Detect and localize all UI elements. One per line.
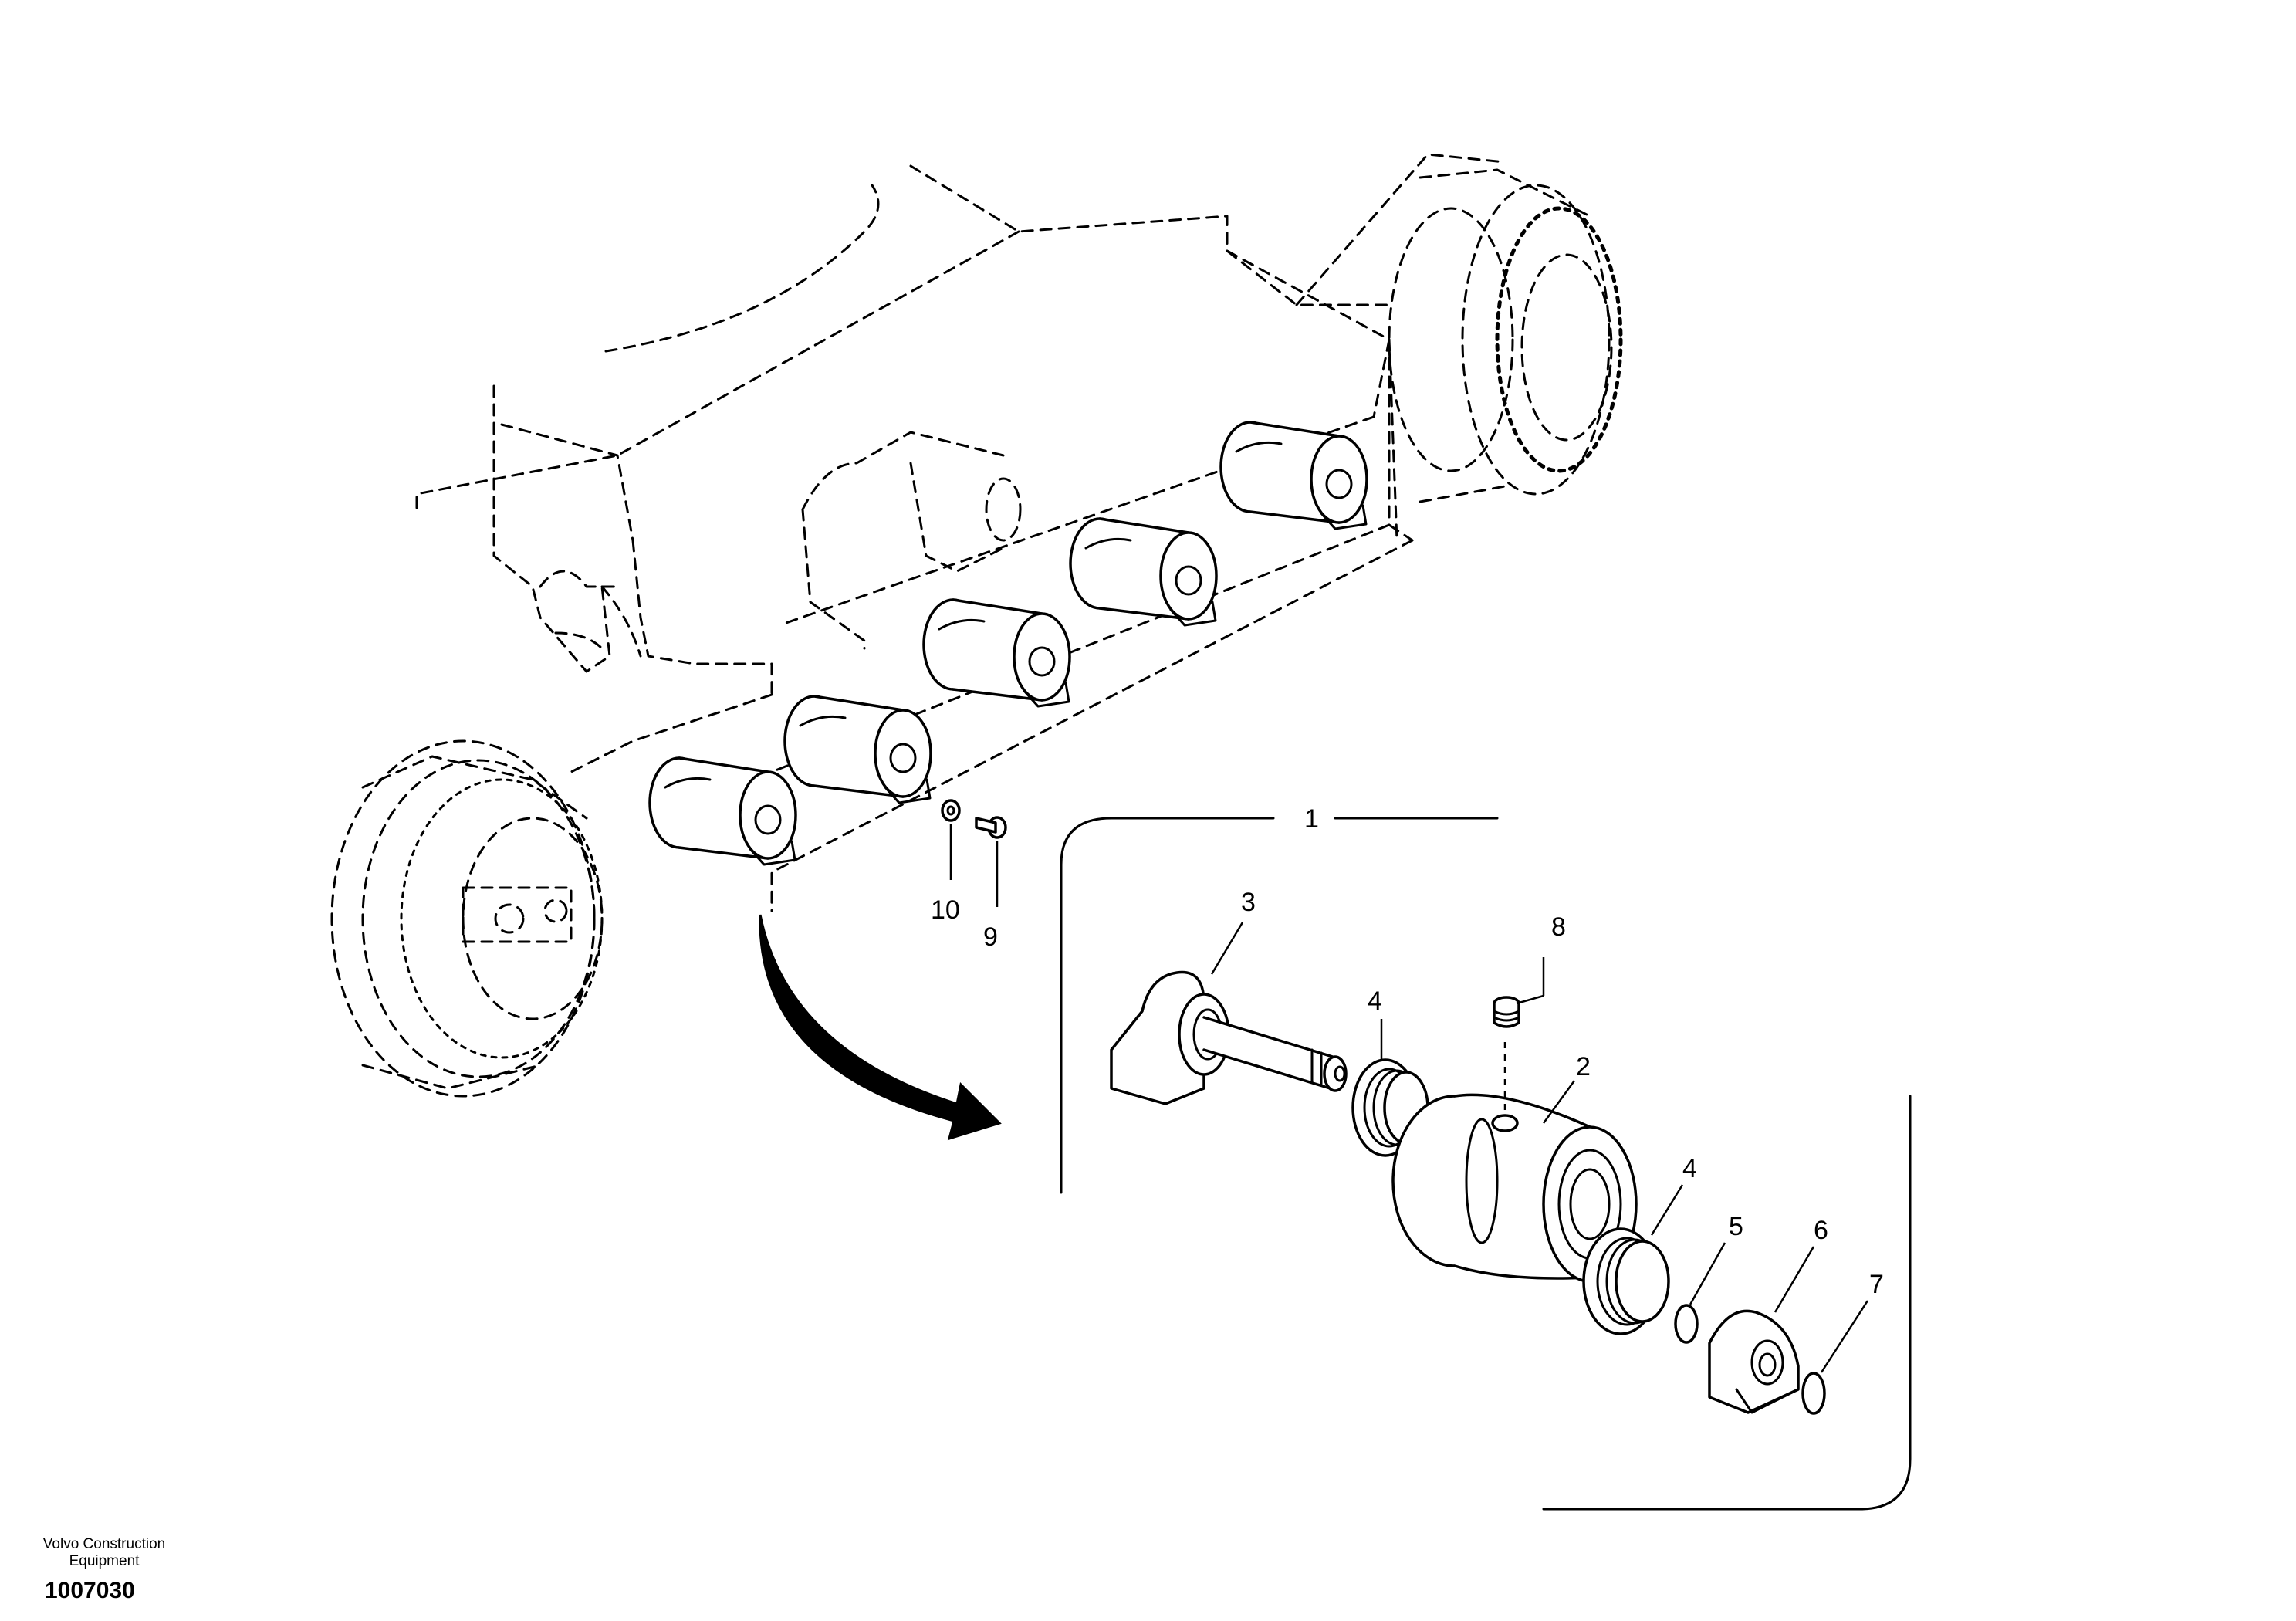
callout-5: 5	[1729, 1212, 1743, 1241]
track-roller-1	[648, 756, 797, 866]
callout-8: 8	[1551, 912, 1566, 942]
end-collar	[1708, 1309, 1800, 1414]
callout-3: 3	[1241, 888, 1256, 917]
drive-sprocket	[1388, 168, 1623, 503]
o-ring	[1674, 1304, 1699, 1344]
track-roller-5	[1219, 421, 1368, 530]
brand-line-2: Equipment	[69, 1553, 140, 1569]
callout-4-left: 4	[1368, 986, 1382, 1016]
callout-6: 6	[1814, 1216, 1828, 1245]
plug	[1493, 996, 1520, 1028]
track-rollers	[648, 421, 1368, 866]
detail-arrow	[759, 914, 1002, 1141]
track-roller-3	[922, 598, 1071, 708]
callout-4-right: 4	[1682, 1154, 1697, 1183]
brand-name: Volvo Construction Equipment	[23, 1536, 185, 1570]
snap-ring	[1801, 1372, 1826, 1415]
track-roller-2	[783, 695, 932, 804]
leader-lines	[1210, 922, 1869, 1373]
front-idler-wheel	[330, 739, 604, 1098]
callout-7: 7	[1869, 1270, 1884, 1299]
callout-9: 9	[983, 922, 998, 952]
floating-seal-left	[1351, 1058, 1429, 1157]
nut-and-bolt	[941, 799, 1007, 907]
callout-10: 10	[931, 895, 960, 925]
track-roller-4	[1069, 517, 1218, 627]
roller-shaft-assembly	[1110, 970, 1348, 1105]
drawing-number: 1007030	[45, 1578, 135, 1603]
track-frame	[415, 153, 1506, 912]
detail-frame	[1060, 817, 1912, 1511]
brand-line-1: Volvo Construction	[42, 1536, 166, 1552]
floating-seal-right	[1582, 1227, 1670, 1335]
callout-1: 1	[1304, 804, 1319, 834]
callout-2: 2	[1576, 1052, 1591, 1081]
